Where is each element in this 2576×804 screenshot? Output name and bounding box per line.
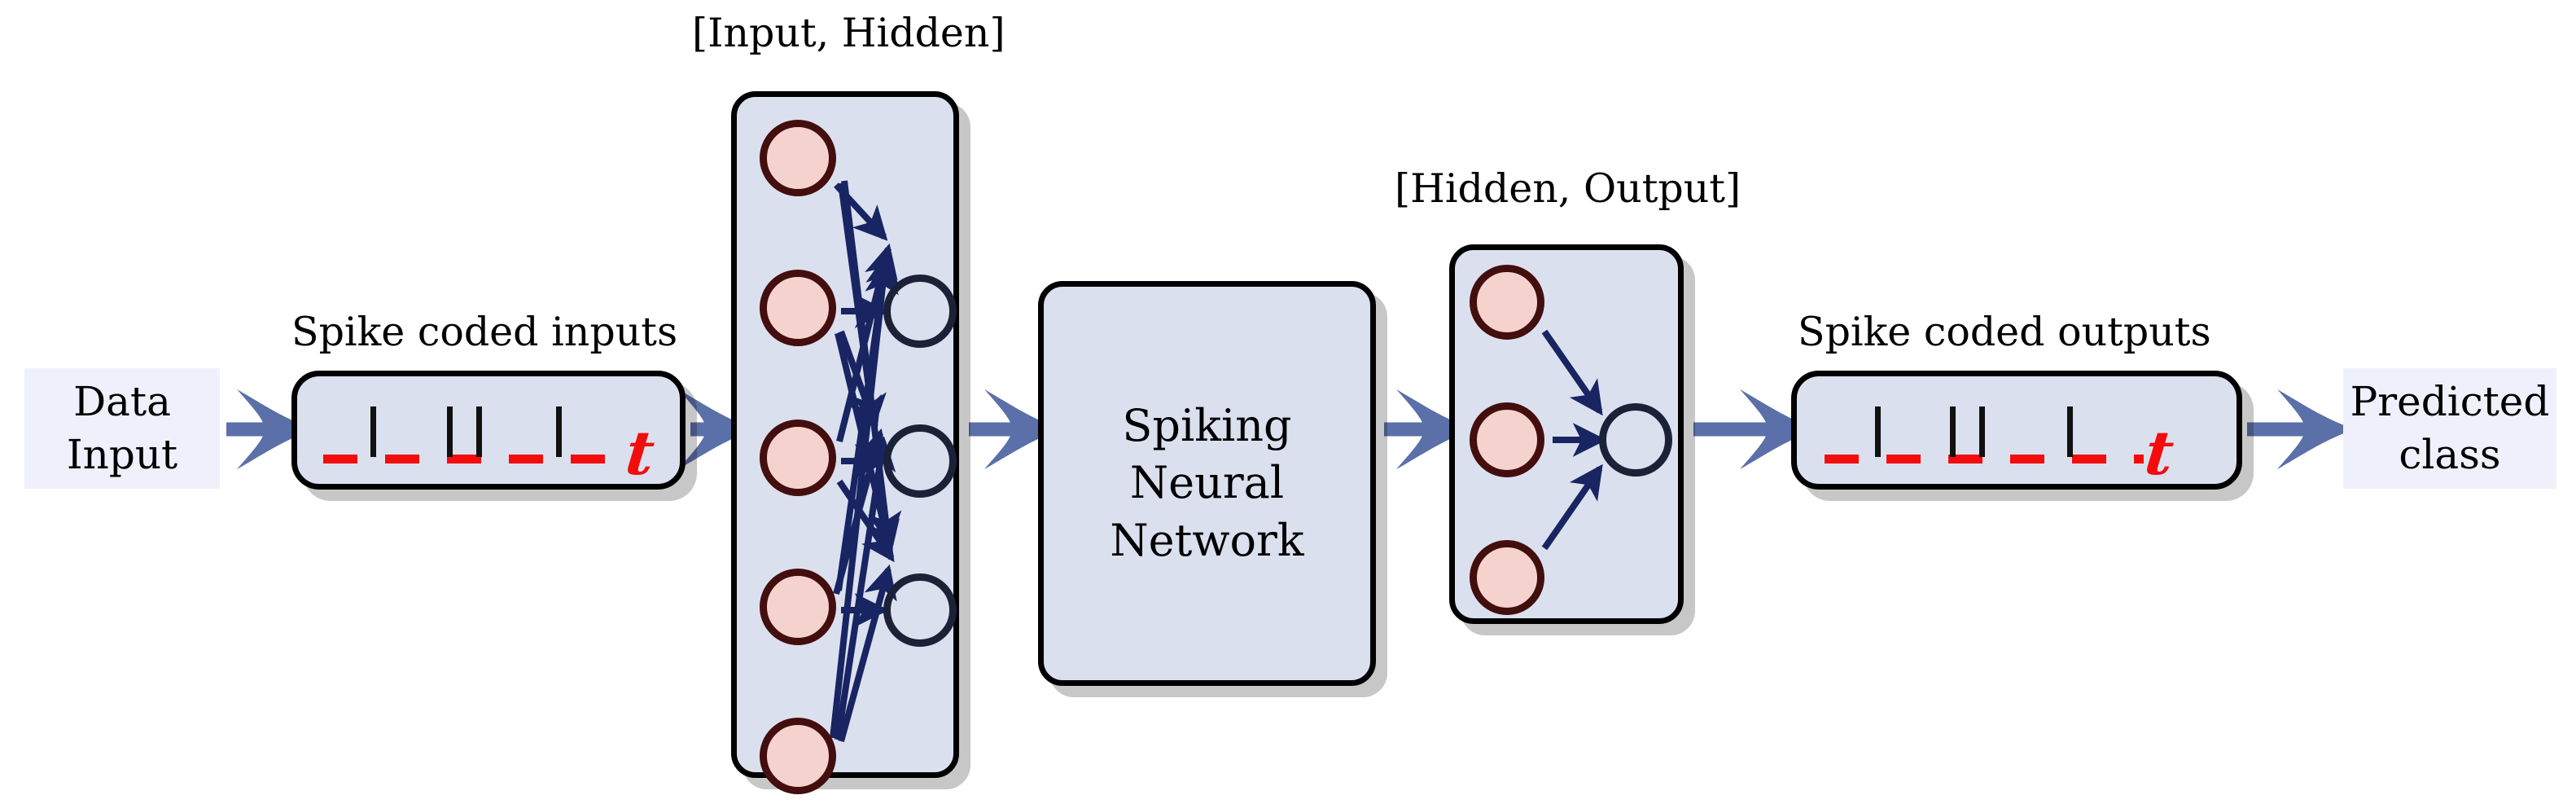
snn-core-text: Spiking Neural Network — [1044, 287, 1370, 680]
hidden-neuron — [1470, 265, 1544, 340]
input-neuron — [760, 120, 836, 196]
spike-inputs-baseline — [323, 455, 626, 464]
hidden-output-caption: [Hidden, Output] — [1395, 165, 1741, 212]
predicted-class-line2: class — [2399, 431, 2501, 478]
hidden-output-panel — [1449, 244, 1684, 624]
predicted-class-line1: Predicted — [2350, 378, 2550, 425]
synapse-edge — [830, 259, 899, 739]
spike-outputs-panel: t — [1791, 371, 2242, 490]
output-neuron — [1599, 403, 1672, 477]
spike-inputs-panel: t — [291, 371, 686, 490]
synapse-edge — [836, 479, 895, 563]
input-neuron — [760, 718, 836, 794]
spike-line — [556, 406, 562, 457]
spike-inputs-caption: Spike coded inputs — [291, 309, 678, 355]
time-axis-symbol: t — [622, 419, 658, 489]
spike-line — [1875, 406, 1881, 457]
hidden-output-edge-layer — [1541, 329, 1607, 551]
spike-outputs-baseline — [1825, 455, 2144, 464]
spike-inputs-train: t — [297, 376, 680, 489]
predicted-class-box: Predicted class — [2343, 368, 2556, 489]
data-input-line1: Data — [73, 378, 171, 425]
spike-line — [447, 406, 453, 457]
synapse-edge — [838, 564, 897, 743]
spike-line — [1979, 406, 1985, 457]
synapse-edge — [835, 436, 896, 740]
input-neuron — [760, 569, 836, 645]
spike-outputs-train: t — [1797, 376, 2236, 489]
snn-line3: Network — [1110, 514, 1304, 566]
hidden-neuron — [883, 573, 957, 647]
synapse-edge — [841, 180, 902, 547]
spike-line — [2067, 406, 2073, 457]
hidden-neuron — [883, 275, 957, 348]
input-neuron — [760, 270, 836, 346]
snn-line2: Neural — [1129, 457, 1285, 509]
spike-line — [370, 406, 376, 457]
data-input-box: Data Input — [24, 368, 220, 489]
synapse-edge — [1541, 329, 1603, 416]
spike-outputs-caption: Spike coded outputs — [1798, 309, 2211, 355]
hidden-neuron — [1470, 402, 1544, 477]
snn-core-panel: Spiking Neural Network — [1038, 281, 1376, 686]
spike-line — [1950, 406, 1956, 457]
input-hidden-panel — [731, 91, 959, 794]
input-hidden-edge-layer — [830, 180, 902, 743]
hidden-neuron — [883, 424, 957, 498]
snn-line1: Spiking — [1122, 400, 1292, 452]
hidden-neuron — [1470, 540, 1544, 615]
input-hidden-caption: [Input, Hidden] — [692, 10, 1005, 56]
input-neuron — [760, 420, 836, 496]
time-axis-symbol: t — [2141, 419, 2177, 489]
synapse-edge — [1541, 464, 1603, 551]
data-input-line2: Input — [66, 431, 178, 478]
spike-line — [476, 406, 482, 457]
